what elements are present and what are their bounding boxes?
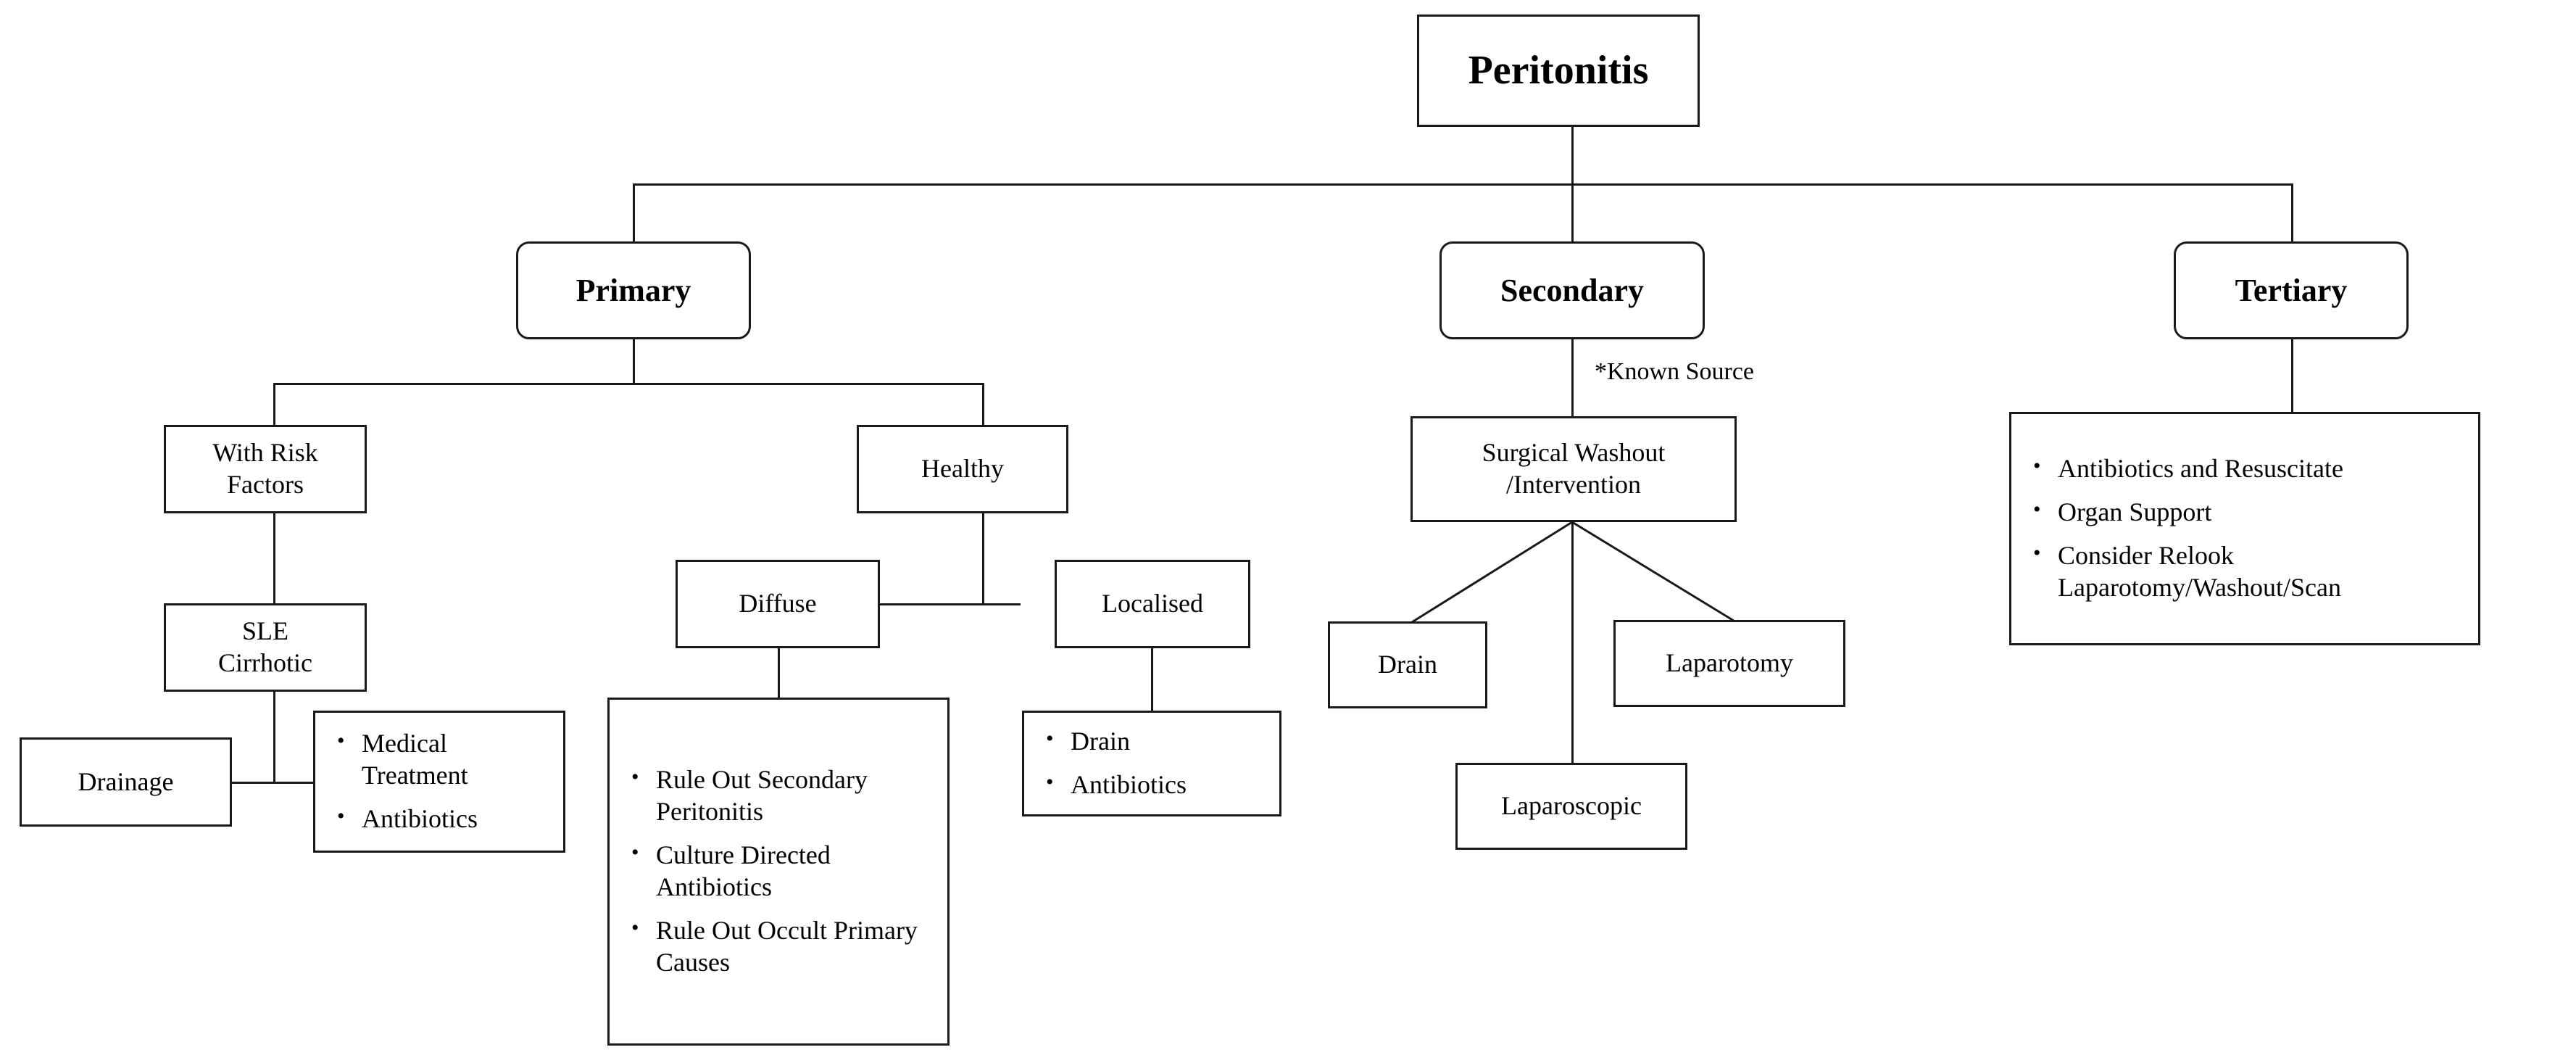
connector-secondary-stem bbox=[1571, 339, 1574, 416]
node-drainage-label: Drainage bbox=[78, 766, 174, 796]
connector-sle-stem bbox=[273, 691, 275, 784]
node-medical-treatment-box[interactable]: Medical Treatment Antibiotics bbox=[313, 711, 565, 853]
diffuse-management-bullet-list: Rule Out Secondary Peritonitis Culture D… bbox=[626, 764, 934, 978]
node-sle-cirrhotic[interactable]: SLE Cirrhotic bbox=[164, 603, 367, 692]
node-tertiary[interactable]: Tertiary bbox=[2174, 241, 2409, 339]
connector-diffuse-to-box bbox=[778, 648, 780, 698]
list-item: Antibiotics bbox=[1046, 769, 1266, 801]
node-localised[interactable]: Localised bbox=[1055, 560, 1250, 648]
node-tertiary-label: Tertiary bbox=[2235, 272, 2348, 308]
node-laparoscopic[interactable]: Laparoscopic bbox=[1455, 763, 1687, 850]
node-primary[interactable]: Primary bbox=[516, 241, 751, 339]
list-item: Culture Directed Antibiotics bbox=[631, 840, 934, 903]
connector-washout-to-laparoscopic bbox=[1571, 522, 1574, 764]
node-laparotomy-label: Laparotomy bbox=[1666, 648, 1793, 678]
list-item: Medical Treatment bbox=[337, 728, 550, 792]
node-healthy[interactable]: Healthy bbox=[857, 425, 1068, 513]
connector-drop-healthy bbox=[982, 383, 984, 425]
node-drainage[interactable]: Drainage bbox=[20, 737, 232, 827]
list-item: Antibiotics bbox=[337, 803, 550, 835]
node-tertiary-management-box[interactable]: Antibiotics and Resuscitate Organ Suppor… bbox=[2009, 412, 2480, 645]
node-surgical-washout[interactable]: Surgical Washout /Intervention bbox=[1410, 416, 1737, 522]
node-sle-cirrhotic-line1: SLE bbox=[241, 616, 288, 646]
connector-sle-split-bus bbox=[230, 782, 315, 784]
list-item: Organ Support bbox=[2033, 497, 2465, 529]
node-peritonitis-label: Peritonitis bbox=[1468, 48, 1649, 94]
node-diffuse-label: Diffuse bbox=[739, 589, 817, 619]
connector-localised-to-box bbox=[1151, 648, 1153, 711]
node-laparoscopic-label: Laparoscopic bbox=[1501, 791, 1642, 821]
node-primary-label: Primary bbox=[576, 272, 691, 308]
list-item: Consider Relook Laparotomy/Washout/Scan bbox=[2033, 540, 2465, 604]
connector-drop-tertiary bbox=[2291, 183, 2293, 241]
list-item: Drain bbox=[1046, 726, 1266, 758]
connector-drop-secondary bbox=[1571, 183, 1574, 241]
connector-tertiary-stem bbox=[2291, 339, 2293, 412]
node-surgical-washout-line1: Surgical Washout bbox=[1482, 438, 1666, 468]
node-surgical-washout-line2: /Intervention bbox=[1506, 470, 1641, 499]
node-with-risk-factors-line1: With Risk bbox=[212, 438, 318, 468]
connector-level1-bus bbox=[633, 183, 2293, 186]
connector-withrisk-to-sle bbox=[273, 512, 275, 605]
node-with-risk-factors[interactable]: With Risk Factors bbox=[164, 425, 367, 513]
connector-healthy-stem bbox=[982, 512, 984, 605]
tertiary-management-bullet-list: Antibiotics and Resuscitate Organ Suppor… bbox=[2027, 453, 2465, 604]
node-healthy-label: Healthy bbox=[921, 454, 1004, 484]
node-secondary[interactable]: Secondary bbox=[1439, 241, 1705, 339]
connector-primary-bus bbox=[274, 383, 984, 385]
connector-root-stem bbox=[1571, 127, 1574, 185]
node-diffuse-management-box[interactable]: Rule Out Secondary Peritonitis Culture D… bbox=[607, 698, 950, 1046]
connector-drop-primary bbox=[633, 183, 635, 241]
annotation-known-source: *Known Source bbox=[1595, 358, 1755, 385]
node-laparotomy[interactable]: Laparotomy bbox=[1613, 620, 1845, 707]
node-drain[interactable]: Drain bbox=[1328, 621, 1487, 708]
connector-healthy-bus bbox=[778, 603, 1021, 605]
localised-management-bullet-list: Drain Antibiotics bbox=[1040, 726, 1266, 801]
node-secondary-label: Secondary bbox=[1500, 272, 1644, 308]
node-drain-label: Drain bbox=[1378, 650, 1437, 679]
list-item: Antibiotics and Resuscitate bbox=[2033, 453, 2465, 485]
connector-drop-with-risk bbox=[273, 383, 275, 425]
list-item: Rule Out Occult Primary Causes bbox=[631, 915, 934, 979]
node-diffuse[interactable]: Diffuse bbox=[676, 560, 880, 648]
list-item: Rule Out Secondary Peritonitis bbox=[631, 764, 934, 828]
medical-treatment-bullet-list: Medical Treatment Antibiotics bbox=[331, 728, 550, 835]
node-localised-management-box[interactable]: Drain Antibiotics bbox=[1022, 711, 1281, 816]
node-localised-label: Localised bbox=[1102, 589, 1203, 619]
connector-primary-stem bbox=[633, 339, 635, 384]
node-peritonitis[interactable]: Peritonitis bbox=[1417, 15, 1700, 127]
node-sle-cirrhotic-line2: Cirrhotic bbox=[218, 648, 312, 677]
node-with-risk-factors-line2: Factors bbox=[227, 470, 304, 499]
